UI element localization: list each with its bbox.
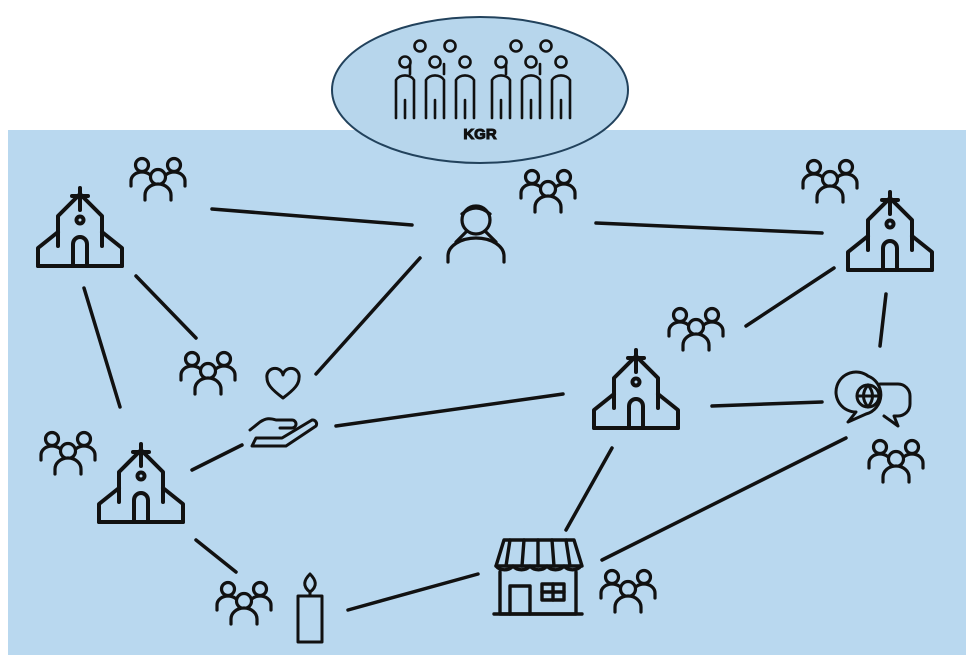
edge-church-top-left-person — [210, 207, 414, 227]
kgr-ellipse — [331, 16, 629, 164]
shop-icon — [492, 538, 584, 616]
person-icon — [446, 204, 506, 264]
candle-icon — [296, 572, 324, 644]
edge-church-top-right-church-center — [744, 266, 836, 328]
kgr-label: KGR — [463, 126, 497, 143]
edge-church-top-right-chat-globe — [878, 292, 888, 348]
edges — [82, 207, 888, 612]
background-panel — [8, 130, 966, 655]
edge-church-top-left-charity — [134, 274, 198, 340]
edge-person-church-top-right — [594, 221, 824, 235]
edge-person-charity — [314, 256, 422, 376]
edge-church-top-left-church-bottom-left — [82, 286, 122, 409]
edge-church-center-shop — [564, 446, 614, 532]
edge-church-center-chat-globe — [710, 400, 824, 408]
edge-church-bottom-left-candle — [194, 538, 238, 574]
chat-globe-icon — [834, 370, 912, 428]
edge-candle-shop — [346, 572, 480, 612]
heart-hand-icon — [248, 366, 319, 448]
edge-shop-chat-globe — [600, 436, 848, 562]
edge-charity-church-center — [334, 392, 565, 428]
kgr-header: KGR — [331, 16, 629, 164]
crowd-icon — [394, 39, 572, 120]
edge-charity-church-bottom-left — [190, 443, 244, 472]
